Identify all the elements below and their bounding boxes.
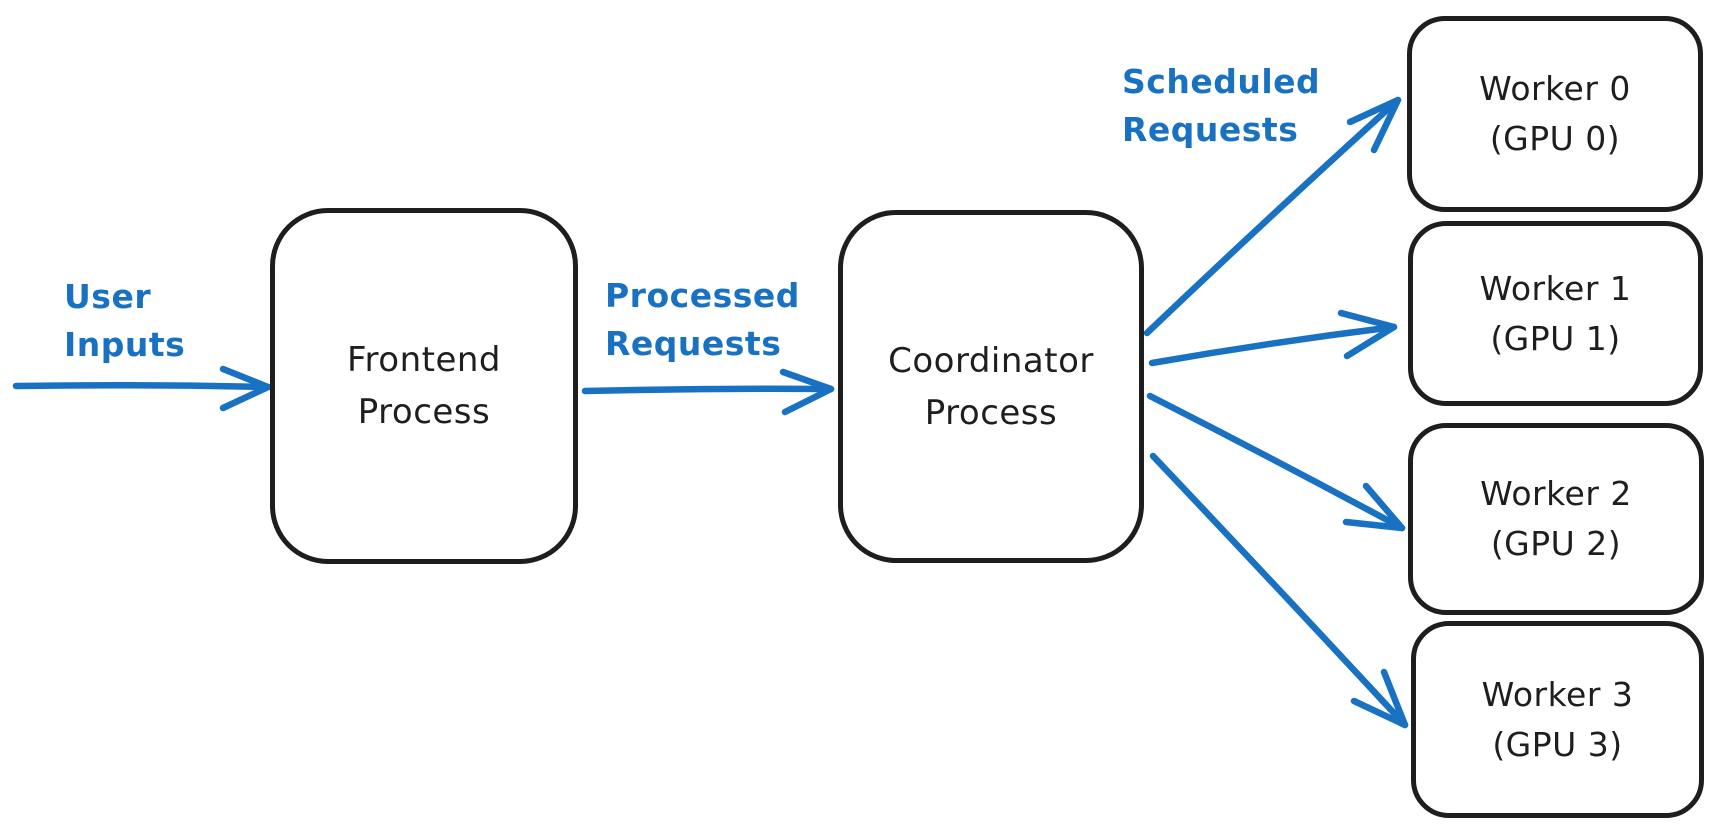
arrow-scheduled-worker1 bbox=[1148, 309, 1398, 367]
label-processed-requests: Processed Requests bbox=[605, 272, 800, 368]
arrow-processed-requests bbox=[581, 368, 835, 416]
arrow-scheduled-worker2 bbox=[1146, 392, 1406, 532]
node-coordinator-line2: Process bbox=[924, 392, 1058, 433]
label-user-inputs-line2: Inputs bbox=[64, 325, 186, 364]
arrow-scheduled-worker3 bbox=[1149, 452, 1409, 729]
node-worker1-line1: Worker 1 bbox=[1479, 268, 1632, 308]
arrow-user-inputs bbox=[12, 365, 272, 412]
node-worker2-line2: (GPU 2) bbox=[1490, 524, 1622, 563]
node-worker2-line1: Worker 2 bbox=[1480, 474, 1632, 513]
node-frontend-line1: Frontend bbox=[346, 340, 502, 380]
node-worker3-line2: (GPU 3) bbox=[1492, 724, 1623, 764]
arrow-scheduled-worker0 bbox=[1143, 96, 1402, 337]
label-processed-requests-line1: Processed bbox=[605, 276, 800, 315]
node-frontend-process: Frontend Process bbox=[270, 208, 578, 564]
node-worker-2: Worker 2 (GPU 2) bbox=[1408, 423, 1704, 615]
node-worker0-line2: (GPU 0) bbox=[1489, 119, 1621, 158]
label-user-inputs-line1: User bbox=[64, 277, 152, 316]
label-user-inputs: User Inputs bbox=[64, 273, 185, 369]
node-worker1-line2: (GPU 1) bbox=[1490, 318, 1621, 358]
node-coordinator-line1: Coordinator bbox=[888, 340, 1094, 381]
label-scheduled-requests-line1: Scheduled bbox=[1122, 62, 1321, 101]
node-worker-0: Worker 0 (GPU 0) bbox=[1407, 16, 1703, 212]
label-scheduled-requests: Scheduled Requests bbox=[1122, 58, 1320, 154]
node-worker-1: Worker 1 (GPU 1) bbox=[1408, 221, 1703, 406]
node-coordinator-process: Coordinator Process bbox=[838, 210, 1144, 563]
label-processed-requests-line2: Requests bbox=[605, 324, 782, 363]
label-scheduled-requests-line2: Requests bbox=[1122, 110, 1299, 149]
node-worker3-line1: Worker 3 bbox=[1481, 674, 1634, 714]
node-frontend-line2: Process bbox=[357, 392, 491, 432]
node-worker0-line1: Worker 0 bbox=[1479, 69, 1631, 108]
node-worker-3: Worker 3 (GPU 3) bbox=[1411, 621, 1704, 818]
